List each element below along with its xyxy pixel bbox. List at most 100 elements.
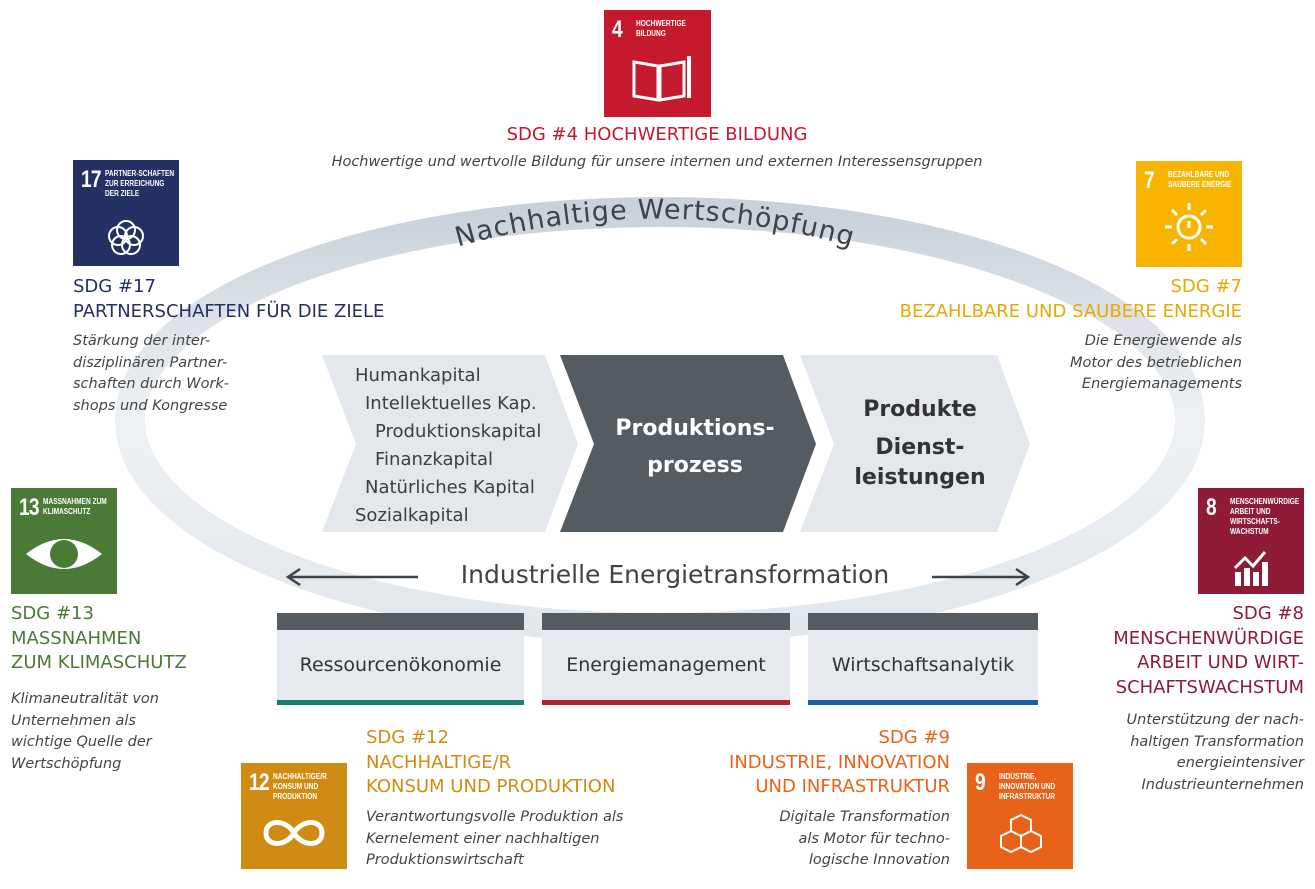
- sdg17-tile: 17Partner-schaften zur Erreichung der Zi…: [73, 160, 179, 266]
- output-label: Produkte Dienst- leistungen: [815, 395, 1025, 493]
- output-services: Dienst-: [875, 435, 965, 460]
- capital-item: Intellektuelles Kap.: [365, 393, 537, 414]
- sdg4-desc: Hochwertige und wertvolle Bildung für un…: [331, 154, 983, 170]
- text-line: SDG #17: [73, 276, 156, 297]
- left-arrow-icon: [285, 567, 418, 587]
- text-line: SDG #8: [1232, 603, 1305, 624]
- text-line: Verantwortungsvolle Produktion als: [366, 809, 624, 825]
- book-icon: [632, 56, 691, 102]
- text-line: ARBEIT UND WIRT-: [1137, 652, 1304, 673]
- transformation-title: Industrielle Energietransformation: [460, 560, 890, 589]
- text-line: Massnahmen zum Klimaschutz: [43, 497, 107, 516]
- pillar-label: Ressourcenökonomie: [299, 654, 502, 676]
- capital-item: Humankapital: [355, 365, 481, 386]
- pillar-energy-management: Energiemanagement: [542, 613, 790, 705]
- text-line: Bezahlbare und saubere Energie: [1168, 170, 1232, 189]
- sdg9-tile: 9 Industrie, Innovation und Infrastruktur: [967, 763, 1073, 869]
- text-line: schaften durch Work-: [73, 376, 230, 392]
- text-line: Produktionswirtschaft: [366, 852, 524, 868]
- process-label: Produktions- prozess: [585, 410, 805, 484]
- text-line: UND INFRASTRUKTUR: [755, 776, 950, 797]
- output-services: leistungen: [854, 465, 986, 490]
- text-line: Stärkung der inter-: [73, 333, 211, 349]
- text-line: ZUM KLIMASCHUTZ: [11, 652, 187, 673]
- output-products: Produkte: [863, 397, 977, 422]
- text-line: Die Energiewende als: [1084, 333, 1242, 349]
- text-line: SDG #13: [11, 603, 94, 624]
- sdg4-tile: 4 Hochwertige Bildung: [604, 10, 711, 117]
- capital-item: Finanzkapital: [375, 449, 493, 470]
- text-line: Kernelement einer nachhaltigen: [366, 830, 600, 847]
- sdg8-desc: Unterstützung der nach-haltigen Transfor…: [1127, 710, 1304, 796]
- text-line: Industrie, Innovation und Infrastruktur: [999, 772, 1056, 801]
- text-line: Unternehmen als: [11, 712, 136, 729]
- sdg8-title: SDG #8 MENSCHENWÜRDIGE ARBEIT UND WIRT- SCH…: [1113, 602, 1304, 700]
- text-line: Industrieunternehmen: [1141, 776, 1305, 793]
- text-line: 7: [1144, 167, 1155, 194]
- text-line: INDUSTRIE, INNOVATION: [729, 751, 950, 773]
- text-line: NACHHALTIGE/R: [366, 751, 512, 773]
- text-line: BEZAHLBARE UND SAUBERE ENERGIE: [899, 300, 1242, 322]
- text-line: Klimaneutralität von: [11, 691, 159, 707]
- text-line: haltigen Transformation: [1130, 733, 1304, 750]
- text-line: disziplinären Partner-: [73, 354, 228, 371]
- pillar-label: Wirtschaftsanalytik: [831, 654, 1015, 676]
- text-line: Motor des betrieblichen: [1069, 354, 1242, 371]
- text-line: SDG #12: [366, 727, 449, 748]
- text-line: 8: [1206, 494, 1217, 521]
- sdg9-desc: Digitale Transformation als Motor für tec…: [779, 807, 950, 872]
- text-line: Energiemanagements: [1081, 376, 1242, 392]
- sdg7-title: SDG #7 BEZAHLBARE UND SAUBERE ENERGIE: [900, 275, 1242, 324]
- process-line: Produktions-: [615, 416, 775, 441]
- text-line: 13: [19, 494, 40, 521]
- ring-title: Nachhaltige Wertschöpfung: [452, 194, 859, 253]
- text-line: 9: [975, 769, 986, 796]
- text-line: Nachhaltige/r Konsum und Produktion: [273, 772, 327, 801]
- capital-item: Sozialkapital: [355, 505, 469, 526]
- text-line: Hochwertige Bildung: [636, 19, 686, 38]
- text-line: 17: [81, 166, 102, 193]
- text-line: MASSNAHMEN: [11, 627, 142, 649]
- text-line: als Motor für techno-: [798, 830, 950, 847]
- text-line: SDG #9: [878, 727, 951, 748]
- text-line: SCHAFTSWACHSTUM: [1115, 676, 1304, 698]
- text-line: SDG #7: [1170, 276, 1243, 297]
- flower-rings-icon: [108, 220, 144, 255]
- text-line: Digitale Transformation: [779, 809, 950, 825]
- output-chevron: [800, 355, 1030, 532]
- process-chevron: [560, 355, 816, 532]
- capital-item: Produktionskapital: [375, 421, 542, 442]
- text-line: MENSCHENWÜRDIGE: [1113, 627, 1304, 649]
- text-line: logische Innovation: [808, 852, 950, 868]
- pillar-business-analytics: Wirtschaftsanalytik: [808, 613, 1038, 705]
- eye-globe-icon: [26, 539, 102, 569]
- text-line: 12: [249, 769, 270, 796]
- right-arrow-icon: [932, 567, 1031, 587]
- text-line: shops und Kongresse: [73, 397, 228, 414]
- pillar-label: Energiemanagement: [566, 654, 766, 676]
- text-line: energieintensiver: [1176, 755, 1304, 771]
- text-line: Unterstützung der nach-: [1126, 712, 1304, 728]
- infinity-icon: [263, 820, 325, 846]
- text-line: Partner-schaften zur Erreichung der Ziel…: [105, 169, 175, 198]
- sdg4-title: SDG #4 HOCHWERTIGE BILDUNG: [506, 124, 808, 145]
- text-line: 4: [612, 16, 623, 43]
- sdg13-tile: 13Massnahmen zum Klimaschutz: [11, 488, 117, 594]
- text-line: PARTNERSCHAFTEN FÜR DIE ZIELE: [73, 300, 385, 322]
- sdg8-tile: 8Menschenwürdige Arbeit und Wirtschafts-…: [1198, 488, 1304, 594]
- text-line: Wertschöpfung: [11, 755, 122, 772]
- growth-chart-icon: [1233, 551, 1268, 586]
- process-line: prozess: [647, 453, 743, 478]
- pillar-resource-economics: Ressourcenökonomie: [277, 613, 524, 705]
- sdg17-desc: Stärkung der inter-disziplinären Partner…: [73, 331, 229, 417]
- sdg12-tile: 12Nachhaltige/r Konsum und Produktion: [241, 763, 347, 869]
- capital-item: Natürliches Kapital: [365, 477, 535, 498]
- sun-power-icon: [1165, 203, 1213, 251]
- sdg7-tile: 7 Bezahlbare und saubere Energie: [1136, 161, 1242, 267]
- capitals-chevron: [322, 355, 578, 532]
